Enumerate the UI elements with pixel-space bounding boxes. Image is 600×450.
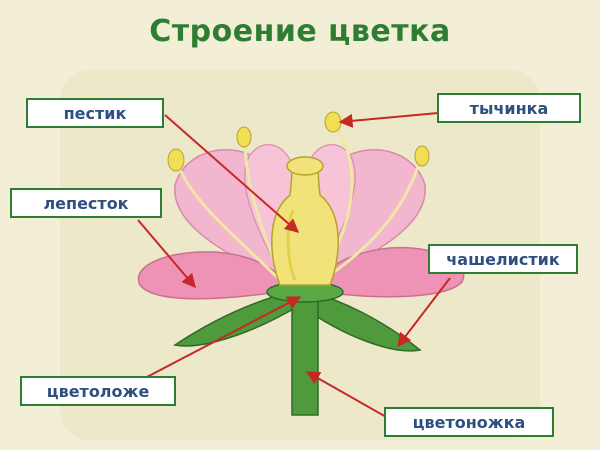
arrow-stamen — [338, 112, 439, 128]
label-receptacle: цветоложе — [20, 376, 176, 406]
arrow-peduncle — [305, 371, 389, 419]
peduncle-stem — [291, 299, 319, 416]
label-petal: лепесток — [10, 188, 162, 218]
label-sepal: чашелистик — [428, 244, 578, 274]
arrow-sepal — [397, 277, 451, 348]
anther-4 — [414, 145, 430, 167]
arrow-pistil — [164, 114, 300, 233]
anther-3 — [324, 111, 342, 133]
anther-1 — [167, 148, 185, 172]
sepal-left — [173, 291, 302, 347]
label-peduncle: цветоножка — [384, 407, 554, 437]
arrow-petal — [137, 219, 196, 289]
anthers — [167, 111, 430, 172]
anther-2 — [236, 126, 252, 148]
ovary-highlight — [286, 209, 297, 281]
page-title: Строение цветка — [149, 14, 451, 49]
stigma — [286, 156, 324, 176]
pointer-arrows — [137, 112, 451, 419]
sepal-right — [298, 291, 422, 352]
arrow-receptacle — [144, 296, 302, 379]
label-stamen: тычинка — [437, 93, 581, 123]
label-pistil: пестик — [26, 98, 164, 128]
stamen-filament-1 — [178, 169, 287, 287]
